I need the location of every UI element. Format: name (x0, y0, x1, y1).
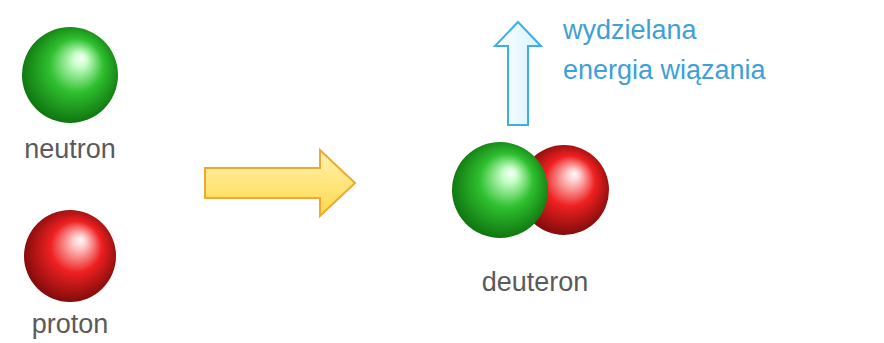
particle-node: neutron (8, 25, 132, 165)
proton-sphere (24, 210, 116, 302)
energy-arrow (495, 22, 541, 125)
particle-label: deuteron (440, 266, 630, 298)
neutron-sphere (22, 27, 118, 123)
particle-label: neutron (8, 133, 132, 165)
particle-picture (8, 208, 132, 304)
particle-node: proton (8, 208, 132, 340)
particle-picture (440, 140, 630, 240)
particle-node: deuteron (440, 140, 630, 298)
reaction-arrow (205, 150, 355, 216)
energy-label: wydzielana energia wiązania (563, 10, 780, 90)
neutron-sphere (452, 142, 548, 238)
particle-picture (8, 25, 132, 125)
particle-label: proton (8, 308, 132, 340)
